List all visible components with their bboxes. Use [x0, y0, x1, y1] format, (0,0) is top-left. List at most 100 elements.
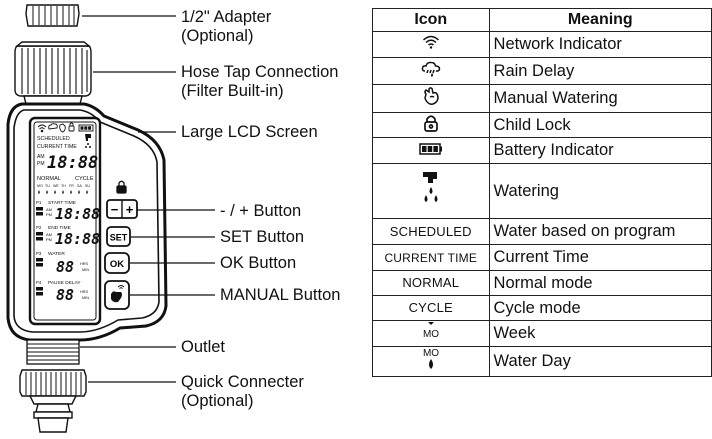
legend-meaning: Water Day	[488, 346, 712, 377]
lcd-day: TH	[61, 184, 66, 188]
leader-lines	[80, 15, 215, 383]
lcd-am-label: AM	[46, 232, 52, 237]
callout-lcd: Large LCD Screen	[181, 123, 318, 142]
legend-row: CYCLE Cycle mode	[372, 295, 712, 321]
lcd-start-time-digits: 18:88	[55, 205, 100, 223]
lcd-hrs-label: HRS	[80, 290, 88, 294]
lcd-pause-delay-label: PAUSE DELAY	[48, 280, 81, 286]
legend-icon-cell	[372, 84, 490, 113]
cycle-text-icon: CYCLE	[408, 300, 453, 315]
hose-tap-nut	[14, 41, 92, 105]
lock-icon	[423, 114, 438, 132]
callout-line: (Filter Built-in)	[181, 82, 284, 100]
legend-row: Rain Delay	[372, 57, 712, 85]
legend-icon-cell: CURRENT TIME	[372, 244, 490, 271]
callout-line: Outlet	[181, 338, 226, 356]
lcd-am-label: AM	[46, 207, 52, 212]
lcd-scheduled-label: SCHEDULED	[37, 136, 70, 142]
callout-manual: MANUAL Button	[220, 286, 340, 305]
legend-meaning: Week	[488, 320, 712, 347]
legend-icon-cell: SCHEDULED	[372, 218, 490, 245]
legend-row: Manual Watering	[372, 84, 712, 113]
tap-drops-icon	[422, 171, 438, 202]
lcd-day: MO	[37, 184, 43, 188]
ok-button-label: OK	[110, 259, 124, 270]
legend-row: Battery Indicator	[372, 137, 712, 164]
callout-set: SET Button	[220, 228, 304, 247]
ok-button[interactable]: OK	[104, 252, 130, 274]
lcd-day: SU	[85, 184, 90, 188]
set-button[interactable]: SET	[106, 226, 131, 247]
lcd-content: SCHEDULED CURRENT TIME AM PM 18:88 NORMA…	[36, 122, 100, 304]
legend-icon-cell: NORMAL	[372, 270, 490, 296]
manual-button[interactable]	[104, 280, 130, 310]
lcd-program-label: P1	[36, 200, 42, 205]
callout-line: Hose Tap Connection	[181, 63, 339, 81]
legend-meaning: Child Lock	[488, 112, 712, 138]
callout-ok: OK Button	[220, 254, 296, 273]
legend-row: NORMAL Normal mode	[372, 270, 712, 296]
legend-meaning: Rain Delay	[488, 57, 712, 85]
legend-meaning: Normal mode	[488, 270, 712, 296]
lcd-day: SA	[77, 184, 82, 188]
plus-button-label: +	[126, 202, 134, 217]
week-icon: MO	[423, 322, 439, 340]
week-icon-label: MO	[423, 329, 439, 340]
water-day-icon: MO	[423, 348, 439, 369]
lock-symbol	[116, 180, 127, 194]
lcd-program-label: P4	[36, 280, 42, 285]
lcd-program-label: P2	[36, 225, 42, 230]
normal-text-icon: NORMAL	[402, 275, 460, 290]
lcd-program-label: P3	[36, 251, 42, 256]
lcd-day: FR	[69, 184, 74, 188]
manual-wifi-icon	[117, 285, 125, 289]
callout-quick-connecter: Quick Connecter (Optional)	[181, 373, 304, 411]
current-time-text-icon: CURRENT TIME	[384, 250, 478, 265]
lcd-current-time-digits: 18:88	[47, 153, 98, 173]
wifi-icon	[422, 35, 439, 49]
callout-hose-tap: Hose Tap Connection (Filter Built-in)	[181, 63, 338, 101]
legend-icon-cell: MO	[372, 346, 490, 377]
battery-icon	[419, 142, 442, 155]
lcd-end-time-label: END TIME	[48, 225, 71, 231]
legend-row: Watering	[372, 163, 712, 219]
lcd-tap-icon	[85, 134, 91, 148]
lcd-current-time-label: CURRENT TIME	[37, 144, 77, 150]
device-diagram: SCHEDULED CURRENT TIME AM PM 18:88 NORMA…	[6, 4, 215, 433]
lcd-end-time-digits: 18:88	[55, 230, 100, 248]
plus-minus-button[interactable]: − +	[106, 199, 138, 219]
callout-line: OK Button	[220, 254, 297, 272]
legend-header-meaning: Meaning	[488, 8, 712, 32]
legend-meaning: Watering	[488, 163, 712, 219]
outlet	[26, 339, 80, 365]
lcd-lock-icon	[68, 122, 75, 132]
icon-legend-table: Icon Meaning Network Indicator Rain Dela…	[372, 8, 712, 377]
callout-line: MANUAL Button	[220, 286, 341, 304]
set-button-label: SET	[110, 233, 128, 243]
legend-meaning: Battery Indicator	[488, 137, 712, 164]
lcd-pm-label: PM	[46, 212, 52, 217]
callout-line: Large LCD Screen	[181, 123, 318, 141]
legend-header-icon: Icon	[372, 8, 490, 32]
lcd-cycle-label: CYCLE	[75, 176, 94, 182]
legend-row: SCHEDULED Water based on program	[372, 218, 712, 245]
legend-meaning: Network Indicator	[488, 31, 712, 58]
manual-hand-icon	[111, 291, 122, 303]
hand-icon	[423, 87, 439, 105]
legend-meaning: Water based on program	[488, 218, 712, 245]
minus-button-label: −	[111, 202, 119, 217]
rain-cloud-icon	[421, 61, 441, 77]
lcd-pm-label: PM	[37, 161, 45, 167]
callout-line: (Optional)	[181, 392, 254, 410]
water-day-icon-label: MO	[423, 348, 439, 359]
legend-row: MO Week	[372, 320, 712, 347]
legend-icon-cell	[372, 57, 490, 85]
callout-plus-minus: - / + Button	[220, 202, 301, 221]
lcd-normal-label: NORMAL	[37, 176, 61, 182]
lcd-rain-icon	[48, 123, 58, 130]
legend-meaning: Manual Watering	[488, 84, 712, 113]
callout-adapter: 1/2" Adapter (Optional)	[181, 8, 271, 46]
legend-row: Child Lock	[372, 112, 712, 138]
lcd-min-label: MIN	[82, 296, 89, 300]
lcd-am-label: AM	[37, 154, 45, 160]
